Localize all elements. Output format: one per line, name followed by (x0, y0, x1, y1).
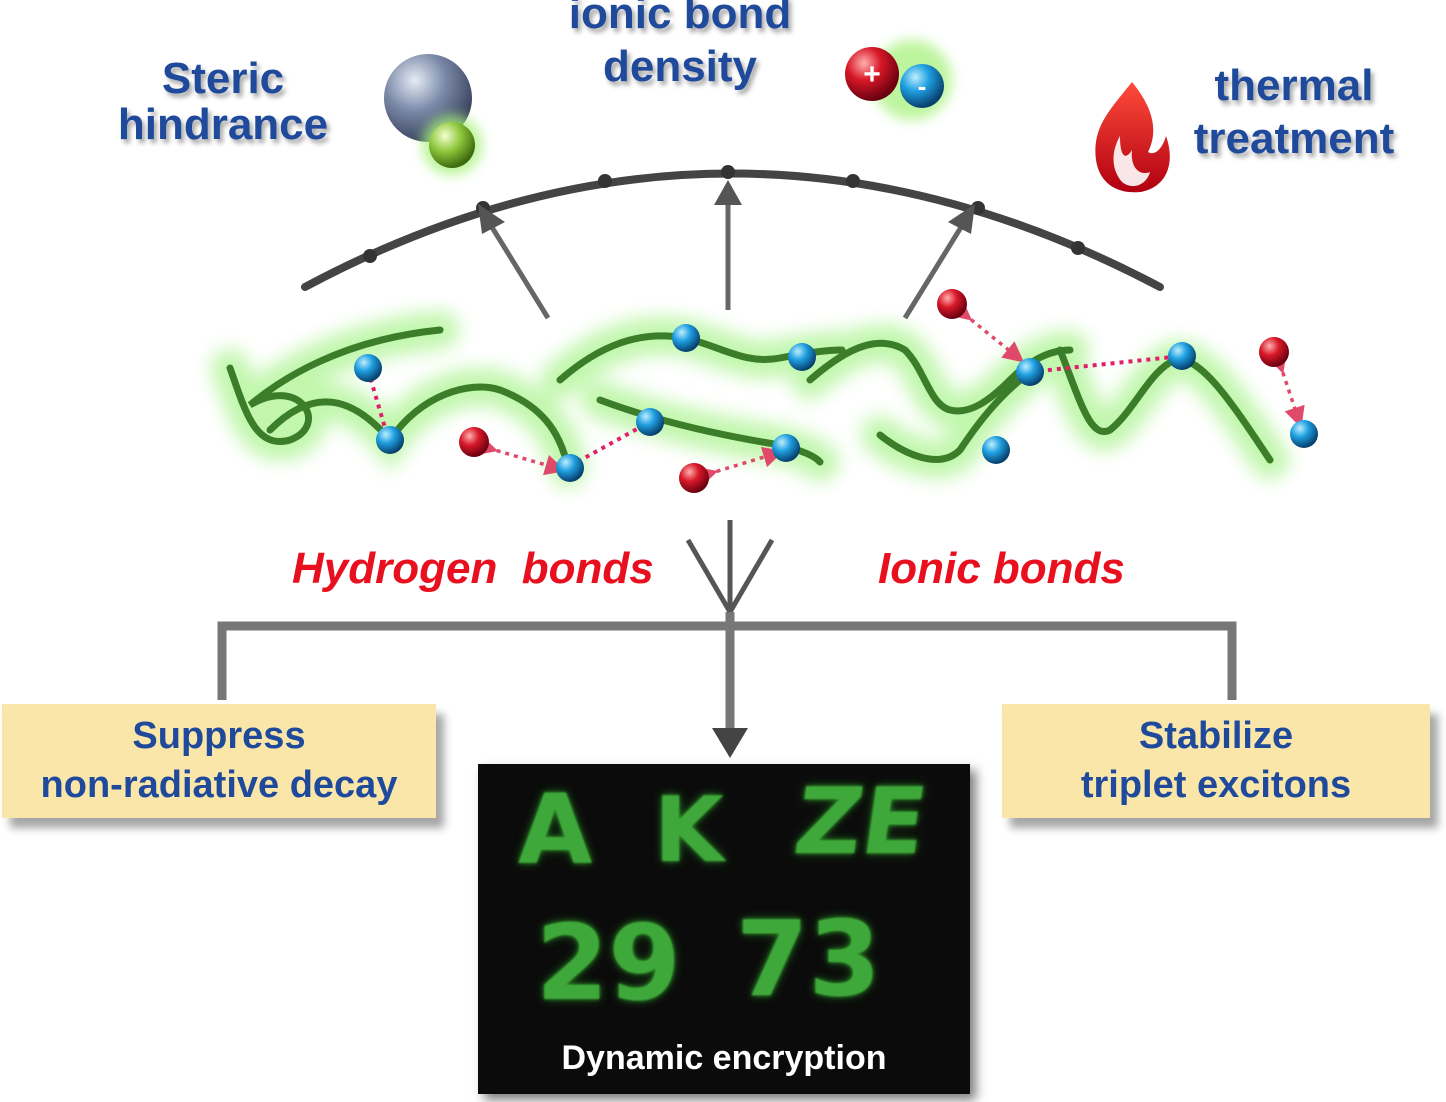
hydrogen-bonds-label: Hydrogen bonds (292, 544, 654, 593)
arc-node (363, 249, 377, 263)
effects-bracket (217, 612, 1237, 738)
suppress-line1: Suppress (132, 714, 306, 757)
photo-caption: Dynamic encryption (561, 1039, 887, 1077)
steric-line2: hindrance (117, 100, 329, 150)
arc-node (1071, 241, 1085, 255)
arc-node (846, 174, 860, 188)
steric-hindrance-icon (384, 54, 482, 175)
ionic-density-line2: density (602, 41, 758, 91)
ionic-bonds-label: Ionic bonds (878, 544, 1125, 593)
down-arrow-head (712, 728, 748, 758)
plus-sign: + (863, 58, 881, 91)
steric-line1: Steric (161, 54, 285, 103)
arrow-thermal (902, 222, 966, 320)
thermal-line1: thermal (1214, 61, 1374, 110)
stabilize-line2: triplet excitons (1080, 764, 1352, 806)
red-beads (459, 289, 1289, 493)
arc-node (721, 165, 735, 179)
thermal-line2: treatment (1193, 113, 1395, 163)
suppress-line2: non-radiative decay (40, 764, 398, 806)
minus-sign: - (918, 71, 927, 101)
stabilize-excitons-box: Stabilize triplet excitons (1002, 704, 1430, 818)
suppress-decay-box: Suppress non-radiative decay (2, 704, 436, 818)
ion-pair-icon: + - (845, 40, 952, 120)
ionic-density-line1: ionic bond (568, 0, 792, 38)
ionic-bond-links (474, 299, 1305, 488)
stabilize-line1: Stabilize (1138, 714, 1294, 757)
converging-arrows (685, 520, 775, 614)
arrow-steric (487, 222, 551, 320)
glyph-row1-ze: ZE (788, 768, 934, 875)
glyph-row2-29: 29 (536, 902, 681, 1024)
glyph-row1-a: A (518, 774, 593, 886)
glyph-row1-k: K (654, 778, 724, 883)
influence-arrows (487, 190, 966, 320)
flame-icon (1095, 82, 1170, 193)
ionic-bond-density-label: ionic bond density (540, 0, 820, 94)
encryption-photo: A K ZE 29 73 Dynamic encryption (478, 764, 970, 1094)
network-arc (301, 165, 1164, 291)
arc-node (598, 174, 612, 188)
blue-beads (354, 324, 1318, 482)
steric-hindrance-label: Steric hindrance (98, 54, 348, 150)
thermal-treatment-label: thermal treatment (1178, 60, 1410, 166)
glyph-row2-73: 73 (736, 898, 881, 1020)
